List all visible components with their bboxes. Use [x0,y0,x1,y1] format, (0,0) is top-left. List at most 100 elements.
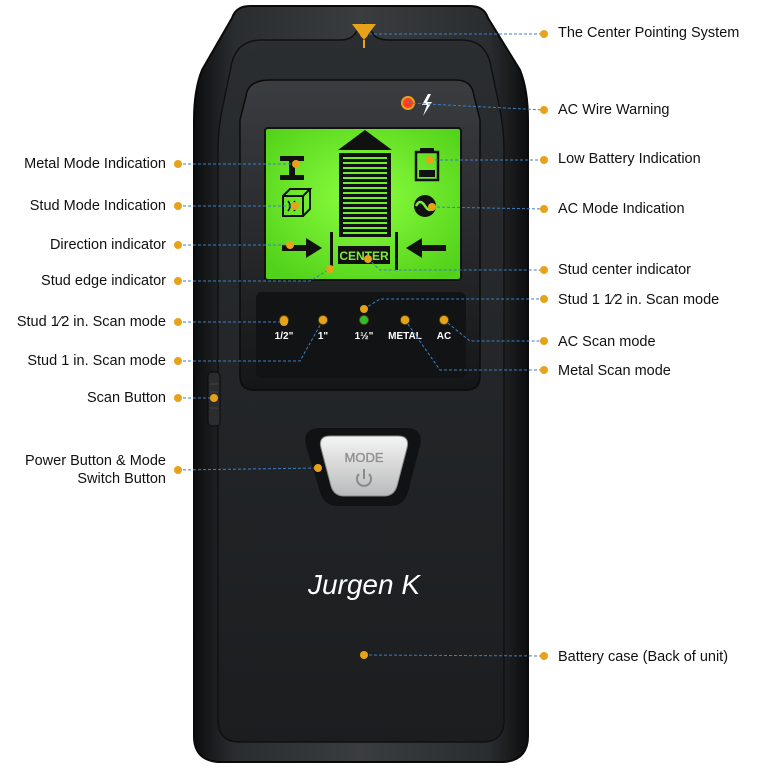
leader-line [367,258,544,271]
callout-dot [280,318,288,326]
lcd-center-box [338,246,390,264]
lightning-icon [422,94,432,116]
callout-dot [426,156,434,164]
bar-segment [343,212,387,214]
callout-dot [319,316,327,324]
callout-dot [540,156,548,164]
bar-segment [343,192,387,194]
direction-arrow-left [406,238,446,258]
leader-line [363,654,545,657]
callout-dot [314,464,322,472]
callout-dot [540,106,548,114]
callout-dot [291,202,299,210]
leader-line [404,319,544,371]
callout-dot [364,255,372,263]
mode-button[interactable] [319,435,409,497]
bar-segment [343,187,387,189]
callout-dot [174,160,182,168]
leader-line [177,467,319,471]
callout-ac-wire-warning: AC Wire Warning [558,102,670,118]
bar-segment [343,197,387,199]
scan-led-label: 1/2" [275,331,294,342]
direction-arrow-right [282,238,322,258]
callout-ac-scan: AC Scan mode [558,334,656,350]
bar-segment [343,207,387,209]
callout-dot [540,266,548,274]
callout-dot [440,316,448,324]
callout-battery-case: Battery case (Back of unit) [558,649,729,665]
leader-line [178,319,324,362]
callout-metal-scan: Metal Scan mode [558,363,671,379]
callout-stud-center: Stud center indicator [558,262,691,278]
bar-segment [343,177,387,179]
callout-dot [540,30,548,38]
callout-direction: Direction indicator [49,237,166,253]
callout-dot [540,366,548,374]
callout-dot [174,202,182,210]
callout-dot [174,318,182,326]
callout-stud-edge: Stud edge indicator [41,273,166,289]
callout-dot [540,295,548,303]
callout-dot [360,30,368,38]
callout-dot [540,652,548,660]
callout-dot [210,394,218,402]
leader-line [431,206,545,210]
callout-dot [360,651,368,659]
callout-dot [326,265,334,273]
bar-segment [343,217,387,219]
bar-segment [343,182,387,184]
callout-dot [428,203,436,211]
callout-low-battery: Low Battery Indication [558,151,701,167]
callout-dot [360,305,368,313]
callout-dot [174,466,182,474]
stud-edge-right-marker [395,232,398,270]
callout-leaders [174,30,548,660]
callout-dot [174,241,182,249]
callout-dot [401,316,409,324]
lcd-center-text: CENTER [339,249,389,263]
bar-segment [343,227,387,229]
bar-segment [343,167,387,169]
scan-led [359,315,369,325]
bar-segment [343,232,387,234]
callout-dot [174,394,182,402]
callout-scan-button: Scan Button [87,390,166,406]
leader-line [407,102,545,111]
bar-segment [343,172,387,174]
callout-stud-mode: Stud Mode Indication [29,198,166,214]
callout-dot [174,277,182,285]
scan-led-label: 1" [318,331,329,342]
mode-button-label: MODE [345,450,384,465]
callout-dot [540,337,548,345]
leader-line [178,268,331,282]
scan-led-label: METAL [388,331,422,342]
metal-mode-icon [280,156,304,180]
bar-segment [343,157,387,159]
callout-power-button: Power Button & Mode Switch Button [24,453,166,487]
callout-center-pointing: The Center Pointing System [558,25,740,41]
leader-line [363,298,544,310]
callout-stud-1-5: Stud 1 1⁄2 in. Scan mode [558,292,720,308]
callout-stud-half: Stud 1⁄2 in. Scan mode [16,314,166,330]
callout-dot [292,160,300,168]
stud-bar-graph [338,130,392,237]
power-icon [356,469,372,487]
scan-led-label: AC [437,331,451,342]
scan-led-label: 1½" [355,331,374,342]
leader-line [443,319,544,342]
bar-segment [343,202,387,204]
callout-dot [174,357,182,365]
bar-segment [343,162,387,164]
bar-segment [343,222,387,224]
brand-logo: Jurgen K [307,569,421,600]
callout-metal-mode: Metal Mode Indication [24,156,166,172]
callout-ac-mode: AC Mode Indication [558,201,685,217]
callout-dot [286,241,294,249]
led-panel [256,292,466,378]
stud-edge-left-marker [330,232,333,270]
low-battery-icon [414,148,440,182]
callout-stud-1: Stud 1 in. Scan mode [27,353,166,369]
callout-dot [540,205,548,213]
